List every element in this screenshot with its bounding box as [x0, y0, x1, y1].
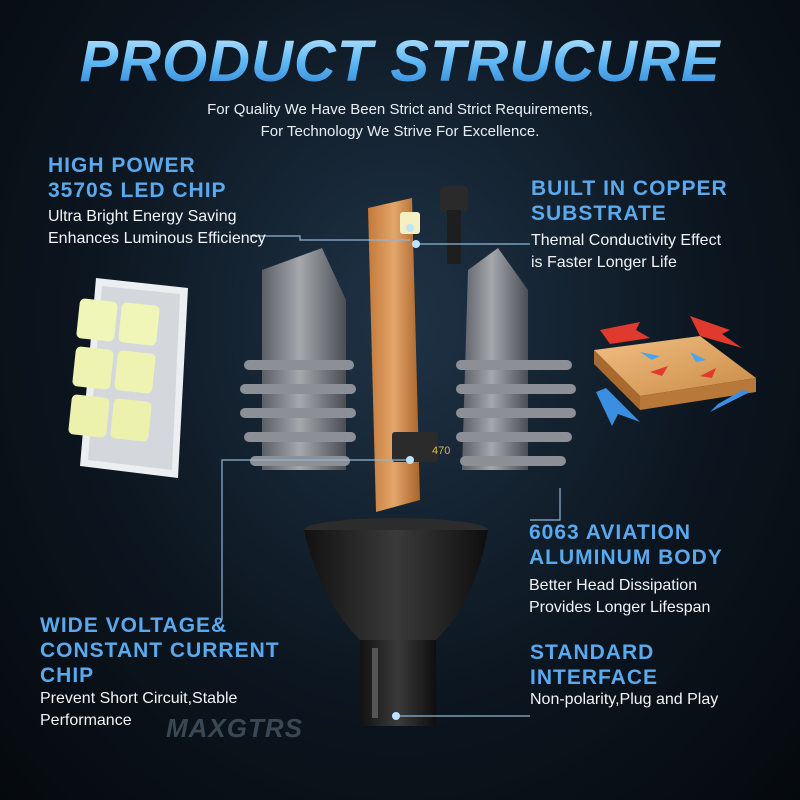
led-chip-heading-line-2: 3570S LED CHIP [48, 179, 227, 202]
interface-desc-line-1: Non-polarity,Plug and Play [530, 691, 719, 708]
aluminum-desc-line-1: Better Head Dissipation [529, 577, 698, 594]
led-chip-closeup [68, 278, 188, 478]
right-aluminum-heatsink [456, 248, 576, 470]
interface-heading-line-2: INTERFACE [530, 666, 659, 689]
copper-desc-line-1: Themal Conductivity Effect [531, 232, 722, 249]
voltage-heading-line-2: CONSTANT CURRENT [40, 639, 280, 662]
copper-heading-line-2: SUBSTRATE [531, 202, 667, 225]
left-aluminum-heatsink [240, 248, 356, 470]
leader-lines [221, 235, 561, 717]
brand-watermark: MAXGTRS [166, 713, 303, 743]
led-chip-desc-line-1: Ultra Bright Energy Saving [48, 208, 237, 225]
subtitle-line-1: For Quality We Have Been Strict and Stri… [207, 101, 593, 118]
voltage-heading-line-3: CHIP [40, 664, 95, 687]
page-title: PRODUCT STRUCURE [0, 28, 800, 95]
aluminum-heading-line-1: 6063 AVIATION [529, 521, 691, 544]
screw [440, 186, 468, 264]
aluminum-heading-line-2: ALUMINUM BODY [529, 546, 723, 569]
copper-pcb-board: 470 [368, 198, 450, 512]
voltage-desc-line-1: Prevent Short Circuit,Stable [40, 690, 238, 707]
copper-plate-heat-diagram [594, 316, 760, 426]
voltage-heading-line-1: WIDE VOLTAGE& [40, 614, 228, 637]
voltage-desc-line-2: Performance [40, 712, 132, 729]
led-chip-heading-line-1: HIGH POWER [48, 154, 196, 177]
interface-heading-line-1: STANDARD [530, 641, 655, 664]
aluminum-desc-line-2: Provides Longer Lifespan [529, 599, 711, 616]
black-plug-base [304, 518, 488, 726]
copper-heading-line-1: BUILT IN COPPER [531, 177, 728, 200]
subtitle-line-2: For Technology We Strive For Excellence. [260, 123, 540, 140]
led-chip-desc-line-2: Enhances Luminous Efficiency [48, 230, 266, 247]
chip-marking: 470 [432, 445, 450, 457]
copper-desc-line-2: is Faster Longer Life [531, 254, 677, 271]
leader-dots [392, 224, 420, 720]
